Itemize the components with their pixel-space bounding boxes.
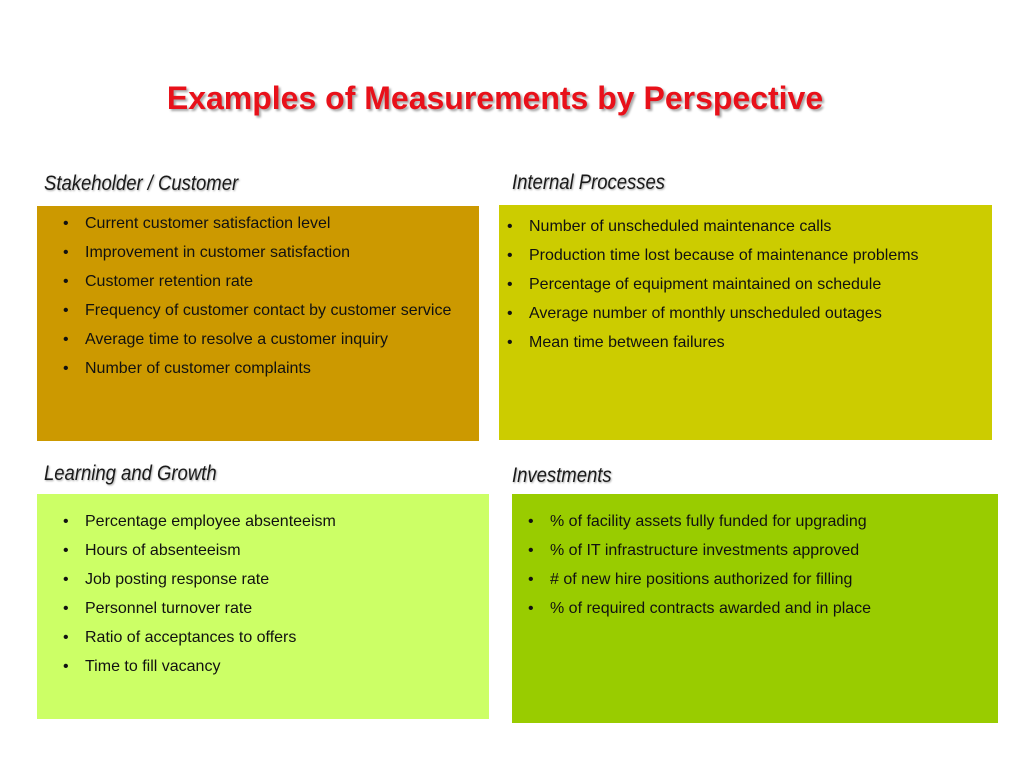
list-item: Percentage of equipment maintained on sc… [505,273,972,297]
stakeholder-box: Current customer satisfaction level Impr… [37,206,479,441]
investments-list: % of facility assets fully funded for up… [526,510,978,621]
learning-growth-box: Percentage employee absenteeism Hours of… [37,494,489,719]
stakeholder-list: Current customer satisfaction level Impr… [61,212,459,381]
learning-growth-list: Percentage employee absenteeism Hours of… [61,510,469,679]
list-item: % of IT infrastructure investments appro… [526,539,978,563]
list-item: % of required contracts awarded and in p… [526,597,978,621]
list-item: Hours of absenteeism [61,539,469,563]
list-item: Number of unscheduled maintenance calls [505,215,972,239]
list-item: Percentage employee absenteeism [61,510,469,534]
list-item: Improvement in customer satisfaction [61,241,459,265]
list-item: Current customer satisfaction level [61,212,459,236]
slide-title: Examples of Measurements by Perspective [166,80,824,116]
learning-growth-heading: Learning and Growth [44,462,217,485]
internal-processes-box: Number of unscheduled maintenance calls … [499,205,992,440]
investments-heading: Investments [512,464,612,487]
list-item: Average number of monthly unscheduled ou… [505,302,972,326]
list-item: Time to fill vacancy [61,655,469,679]
list-item: Number of customer complaints [61,357,459,381]
list-item: # of new hire positions authorized for f… [526,568,978,592]
list-item: Average time to resolve a customer inqui… [61,328,459,352]
list-item: Ratio of acceptances to offers [61,626,469,650]
list-item: Personnel turnover rate [61,597,469,621]
internal-processes-heading: Internal Processes [512,171,666,194]
internal-processes-list: Number of unscheduled maintenance calls … [505,215,972,355]
stakeholder-heading: Stakeholder / Customer [44,172,239,195]
list-item: Customer retention rate [61,270,459,294]
investments-box: % of facility assets fully funded for up… [512,494,998,723]
list-item: % of facility assets fully funded for up… [526,510,978,534]
list-item: Mean time between failures [505,331,972,355]
list-item: Job posting response rate [61,568,469,592]
list-item: Production time lost because of maintena… [505,244,972,268]
list-item: Frequency of customer contact by custome… [61,299,459,323]
